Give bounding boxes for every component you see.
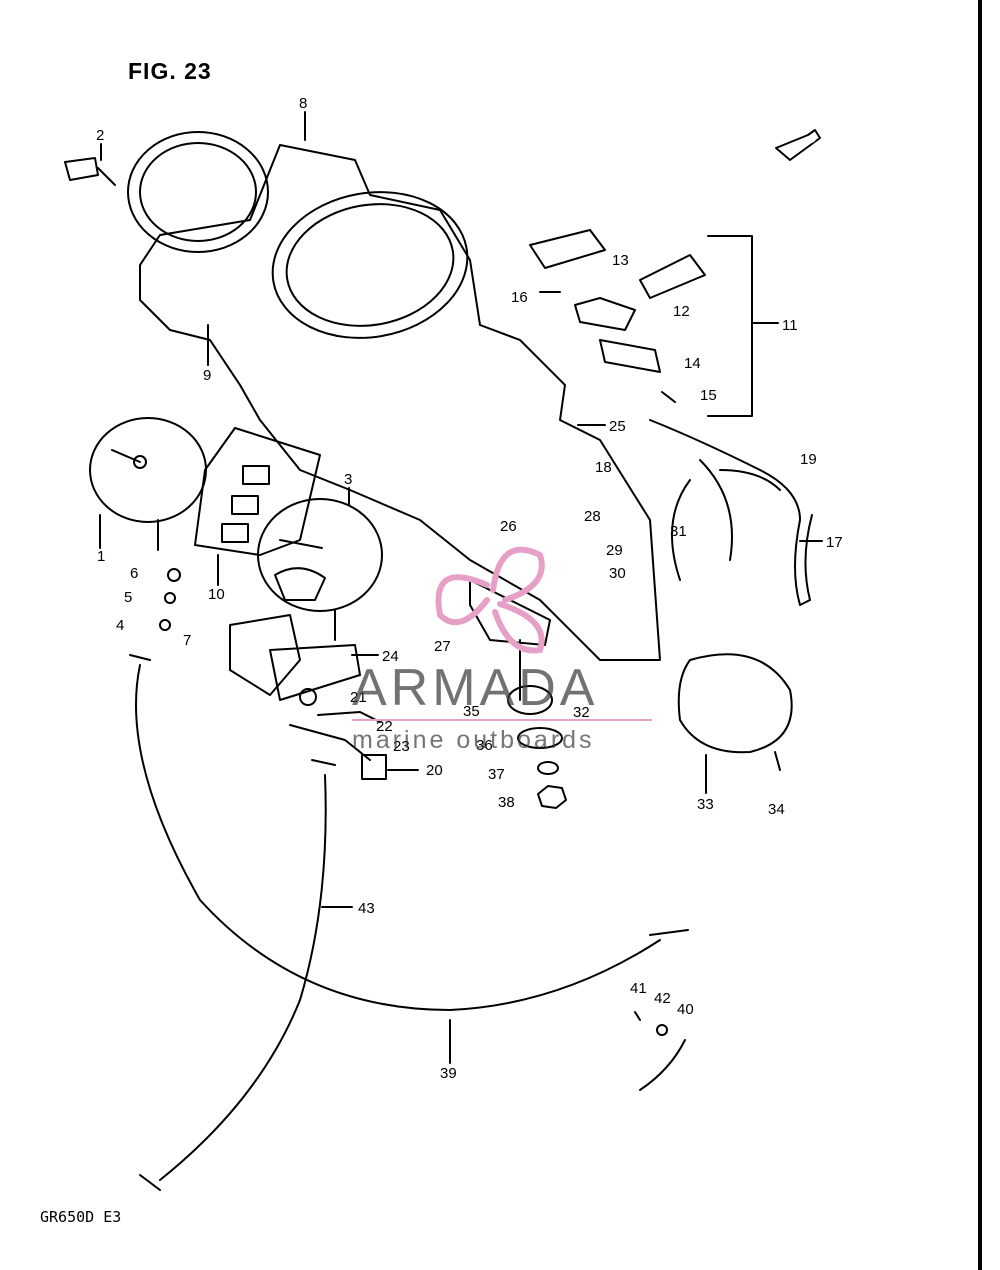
- wire-22: [317, 711, 381, 723]
- callout-41: 41: [630, 980, 647, 997]
- callout-2: 2: [96, 127, 104, 144]
- callout-6: 6: [130, 565, 138, 582]
- callout-19: 19: [800, 451, 817, 468]
- callout-28: 28: [584, 508, 601, 525]
- speedometer-face: [257, 498, 383, 612]
- model-code: GR650D E3: [40, 1208, 122, 1226]
- callout-3: 3: [344, 471, 352, 488]
- switch-lever-12: [639, 254, 706, 299]
- callout-27: 27: [434, 638, 451, 655]
- callout-10: 10: [208, 586, 225, 603]
- grommet-35: [507, 685, 553, 715]
- lens-14: [599, 339, 661, 373]
- harness-branch: [671, 459, 781, 581]
- callout-40: 40: [677, 1001, 694, 1018]
- screw-34: [774, 751, 781, 771]
- callout-20: 20: [426, 762, 443, 779]
- callout-12: 12: [673, 303, 690, 320]
- callout-35: 35: [463, 703, 480, 720]
- tachometer-glass: [139, 142, 257, 242]
- callout-30: 30: [609, 565, 626, 582]
- screw-4: [159, 619, 171, 631]
- callout-38: 38: [498, 794, 515, 811]
- callout-42: 42: [654, 990, 671, 1007]
- callout-18: 18: [595, 459, 612, 476]
- washer-42: [656, 1024, 668, 1036]
- leader-bracket-11: [707, 235, 779, 417]
- speedometer-bezel: [271, 191, 469, 339]
- callout-37: 37: [488, 766, 505, 783]
- callout-36: 36: [476, 737, 493, 754]
- switch-cover-13: [529, 229, 606, 269]
- figure-title: FIG. 23: [128, 58, 212, 84]
- cable-39-end: [129, 654, 689, 936]
- harness-17: [649, 419, 813, 606]
- callout-14: 14: [684, 355, 701, 372]
- callout-32: 32: [573, 704, 590, 721]
- cable-39: [135, 664, 661, 1011]
- callout-43: 43: [358, 900, 375, 917]
- callout-8: 8: [299, 95, 307, 112]
- page-border-right: [978, 0, 982, 1270]
- nut-38: [537, 785, 567, 809]
- fuel-gauge-7: [229, 614, 301, 696]
- callout-13: 13: [612, 252, 629, 269]
- callout-17: 17: [826, 534, 843, 551]
- callout-29: 29: [606, 542, 623, 559]
- callout-9: 9: [203, 367, 211, 384]
- callout-24: 24: [382, 648, 399, 665]
- tachometer-bezel: [127, 131, 269, 253]
- tach-needle: [111, 449, 141, 463]
- washer-37: [537, 761, 559, 775]
- callout-11: 11: [782, 317, 798, 334]
- screw-15: [661, 391, 676, 403]
- callout-33: 33: [697, 796, 714, 813]
- speedometer-glass: [285, 203, 455, 327]
- bracket-24: [269, 644, 361, 701]
- callout-1: 1: [97, 548, 105, 565]
- callout-25: 25: [609, 418, 626, 435]
- indicator-panel: [194, 427, 321, 556]
- callout-16: 16: [511, 289, 528, 306]
- wire-23: [289, 724, 371, 761]
- watermark-brand: ARMADA: [352, 659, 599, 717]
- washer-21: [299, 688, 317, 706]
- connector-20: [361, 754, 387, 780]
- grommet-6: [167, 568, 181, 582]
- cable-43: [159, 774, 327, 1181]
- watermark-tagline: marine outboards: [352, 726, 595, 754]
- indicator-lamp-3: [221, 523, 249, 543]
- speedo-needle: [279, 539, 323, 549]
- switch-body-12: [574, 297, 636, 331]
- fwd-arrow-icon: [775, 129, 821, 161]
- tach-needle-hub: [133, 455, 147, 469]
- callout-31: 31: [670, 523, 687, 540]
- trip-knob: [64, 157, 116, 186]
- cover-33: [677, 653, 793, 754]
- watermark-rule: [352, 719, 652, 721]
- bolt-41: [634, 1011, 641, 1021]
- callout-4: 4: [116, 617, 124, 634]
- callout-22: 22: [376, 718, 393, 735]
- callout-34: 34: [768, 801, 785, 818]
- propeller-watermark-icon: [435, 546, 545, 654]
- indicator-lamp-1: [242, 465, 270, 485]
- tachometer-face: [89, 417, 207, 523]
- callout-39: 39: [440, 1065, 457, 1082]
- callout-5: 5: [124, 589, 132, 606]
- callout-21: 21: [350, 689, 367, 706]
- instrument-housing: [139, 144, 661, 661]
- washer-36: [517, 727, 563, 749]
- cable-43-end: [139, 759, 336, 1191]
- callout-23: 23: [393, 738, 410, 755]
- speedo-window: [274, 567, 326, 601]
- clip-40: [639, 1039, 686, 1091]
- callout-15: 15: [700, 387, 717, 404]
- callout-26: 26: [500, 518, 517, 535]
- washer-5: [164, 592, 176, 604]
- callout-7: 7: [183, 632, 191, 649]
- indicator-lamp-2: [231, 495, 259, 515]
